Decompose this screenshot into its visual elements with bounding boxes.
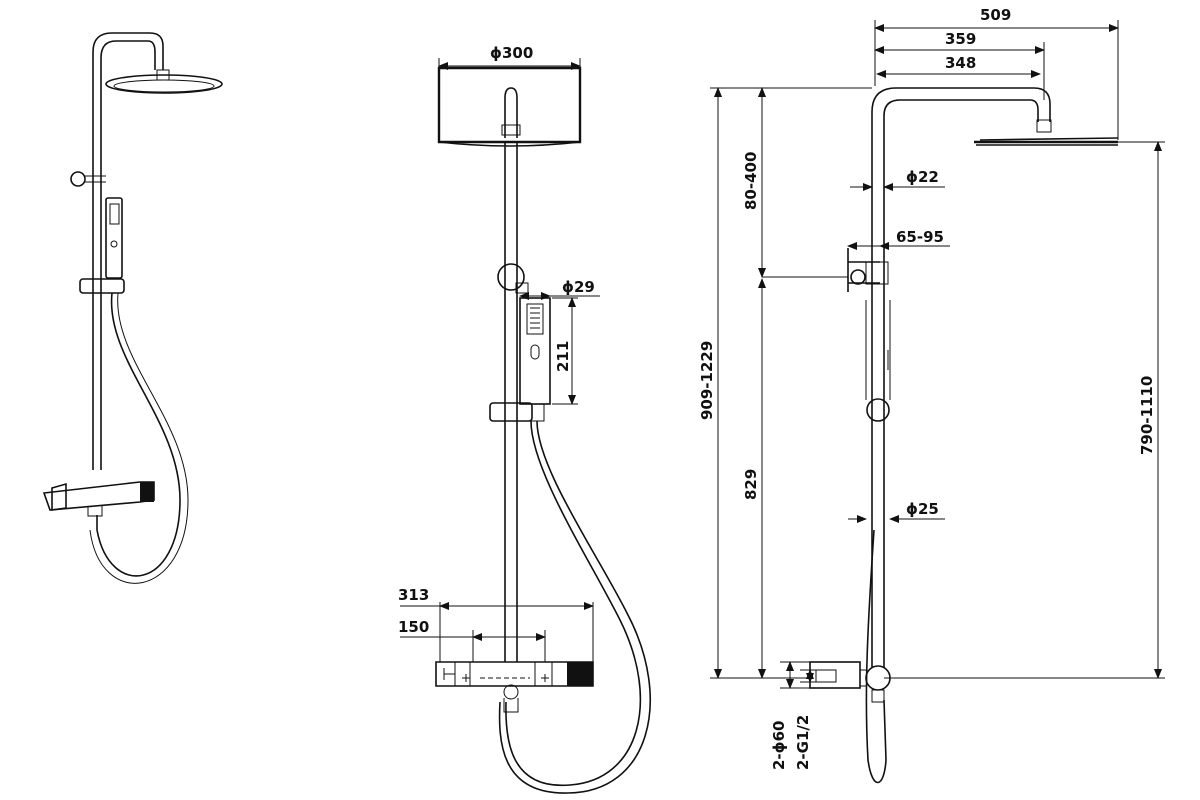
dim-348: 348 <box>945 54 976 72</box>
dim-connector-diameter: 2-ϕ60 <box>770 721 788 770</box>
dim-mixer-center: 150 <box>398 618 429 636</box>
dim-connector-thread: 2-G1/2 <box>794 715 812 770</box>
front-view <box>435 66 651 794</box>
dim-pipe-diameter: ϕ25 <box>906 500 939 518</box>
dim-right-height: 790-1110 <box>1138 376 1156 455</box>
dim-arm-diameter: ϕ22 <box>906 168 939 186</box>
dim-head-diameter: ϕ300 <box>490 44 533 62</box>
dim-lower-height: 829 <box>742 469 760 500</box>
dim-handshower-diameter: ϕ29 <box>562 278 595 296</box>
dim-bracket-range: 65-95 <box>896 228 944 246</box>
dim-359: 359 <box>945 30 976 48</box>
perspective-view <box>42 32 223 584</box>
dim-mixer-width: 313 <box>398 586 429 604</box>
dim-509: 509 <box>980 6 1011 24</box>
dim-total-height: 909-1229 <box>698 341 716 420</box>
dim-upper-range: 80-400 <box>742 152 760 210</box>
dimension-annotations: 509 359 348 ϕ300 909-1229 80-400 829 790… <box>398 6 1165 770</box>
dim-handshower-length: 211 <box>554 341 572 372</box>
